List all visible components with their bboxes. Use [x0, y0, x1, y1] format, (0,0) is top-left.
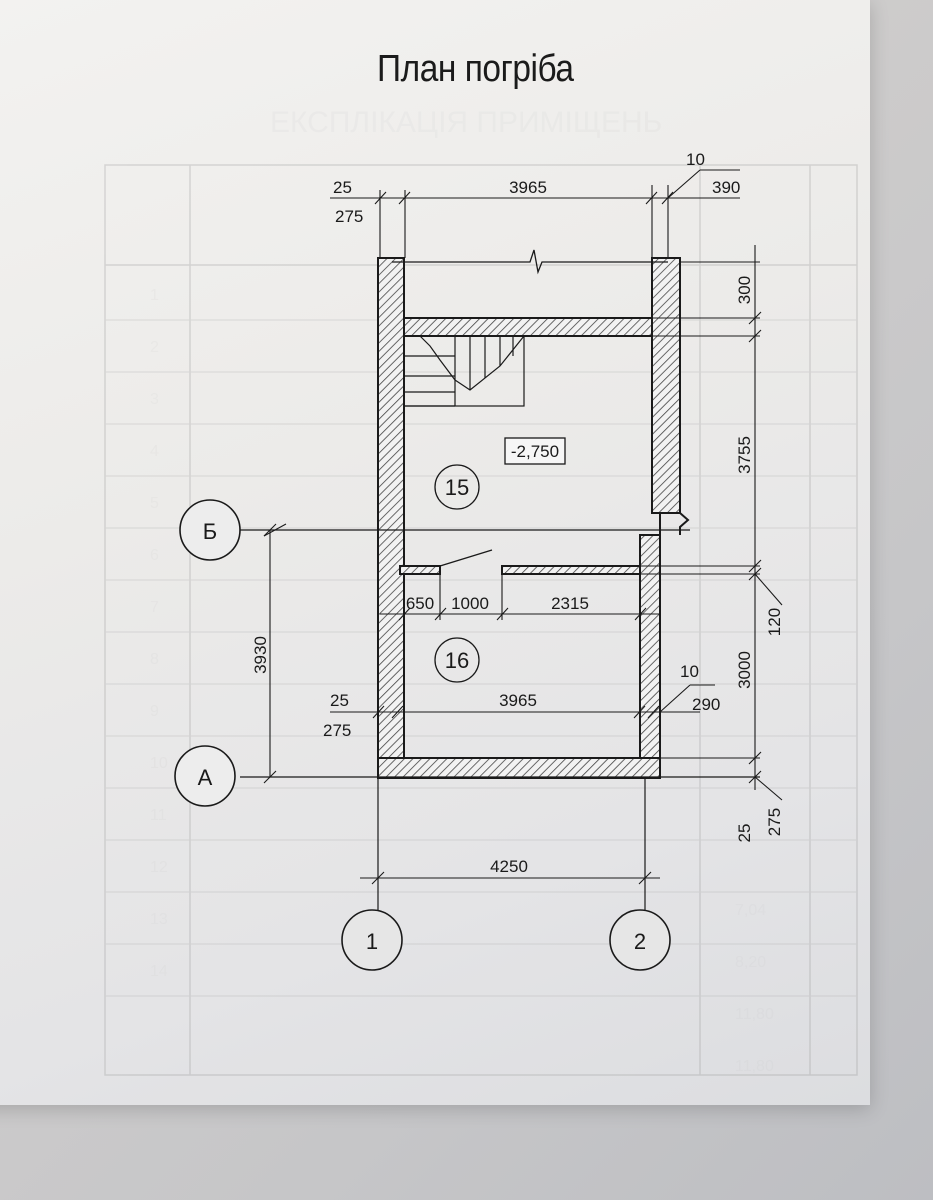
background-table-row-number: 12 — [150, 859, 168, 876]
background-table-heading: ЕКСПЛІКАЦІЯ ПРИМІЩЕНЬ — [270, 106, 662, 139]
dim-top-275: 275 — [335, 207, 363, 226]
level-mark: -2,750 — [504, 437, 566, 465]
paper — [0, 0, 870, 1105]
dim-top-390: 390 — [712, 178, 740, 197]
break-line — [392, 249, 668, 275]
dim-right-3755: 3755 — [735, 436, 754, 474]
axis-2-bubble: 2 — [609, 909, 671, 971]
axis-a-label: А — [198, 765, 213, 790]
axis-b-bubble: Б — [179, 499, 241, 561]
dim-2315: 2315 — [551, 594, 589, 613]
background-table-row-number: 2 — [150, 339, 159, 356]
room-15-number: 15 — [445, 475, 469, 500]
background-table-row-number: 7 — [150, 599, 159, 616]
background-table-row-number: 13 — [150, 911, 168, 928]
background-table-row-number: 1 — [150, 287, 159, 304]
dim-top-25: 25 — [333, 178, 352, 197]
background-table: ЕКСПЛІКАЦІЯ ПРИМІЩЕНЬ 123456789101112131… — [104, 106, 858, 1076]
background-table-row-number: 4 — [150, 443, 159, 460]
background-table-row-number: 3 — [150, 391, 159, 408]
dim-right-3000: 3000 — [735, 651, 754, 689]
axis-2-label: 2 — [634, 929, 646, 954]
dim-mid-3965: 3965 — [499, 691, 537, 710]
dim-1000: 1000 — [451, 594, 489, 613]
dim-bottom-4250: 4250 — [490, 857, 528, 876]
dim-left-3930: 3930 — [251, 636, 270, 674]
background-table-row-number: 5 — [150, 495, 159, 512]
drawing-title: План погріба — [377, 48, 574, 90]
dim-top-3965: 3965 — [509, 178, 547, 197]
axis-1-label: 1 — [366, 929, 378, 954]
axis-a-bubble: А — [174, 745, 236, 807]
dim-mid-275: 275 — [323, 721, 351, 740]
background-table-row-number: 14 — [150, 963, 168, 980]
axis-1-bubble: 1 — [341, 909, 403, 971]
stairs — [403, 335, 525, 407]
dim-right-25: 25 — [735, 824, 754, 843]
dim-mid-25: 25 — [330, 691, 349, 710]
axis-lines — [240, 529, 760, 910]
axis-b-label: Б — [203, 519, 217, 544]
dim-right-300: 300 — [735, 276, 754, 304]
dim-mid-290: 290 — [692, 695, 720, 714]
wall-step — [652, 512, 690, 535]
level-label: -2,750 — [511, 442, 559, 461]
dim-right-275: 275 — [765, 808, 784, 836]
dimension-texts: 25 275 3965 10 390 300 3755 120 3000 25 … — [251, 150, 784, 876]
dim-mid-10: 10 — [680, 662, 699, 681]
dimension-lines — [263, 169, 783, 885]
background-table-row-number: 10 — [150, 755, 168, 772]
dim-right-120: 120 — [765, 608, 784, 636]
background-table-value: 11,80 — [735, 1006, 774, 1023]
room-16-number: 16 — [445, 648, 469, 673]
room-15: 15 — [434, 464, 480, 510]
dim-top-10: 10 — [686, 150, 705, 169]
background-table-row-number: 11 — [150, 807, 167, 824]
background-table-value: 11,80 — [735, 1058, 774, 1075]
background-table-value: 7,04 — [735, 902, 766, 919]
background-table-row-number: 9 — [150, 703, 159, 720]
background-table-row-number: 8 — [150, 651, 159, 668]
background-table-row-number: 6 — [150, 547, 159, 564]
walls — [377, 257, 681, 779]
room-16: 16 — [434, 637, 480, 683]
dim-650: 650 — [406, 594, 434, 613]
door-leaf — [439, 549, 493, 567]
background-table-value: 8,20 — [735, 954, 766, 971]
